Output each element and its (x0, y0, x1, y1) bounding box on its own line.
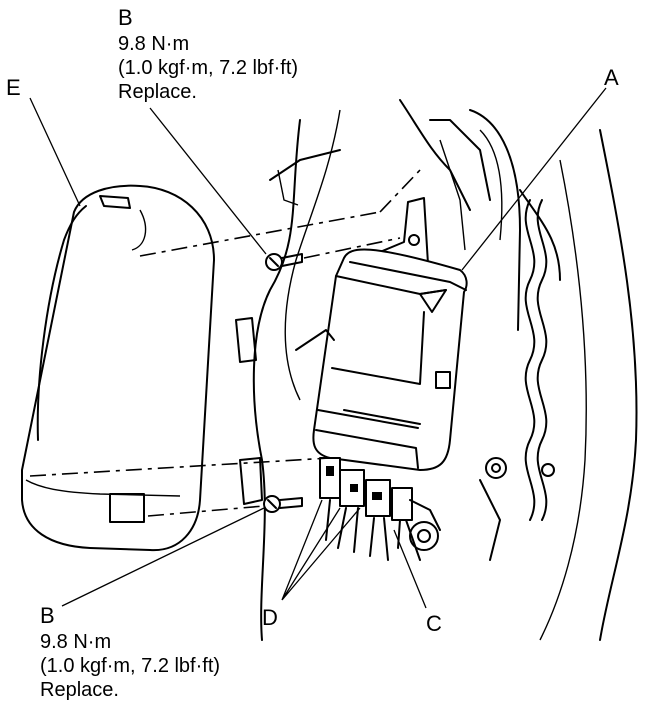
cover-e (21, 184, 215, 552)
control-unit-a (295, 197, 468, 471)
callout-b-top: B (118, 5, 133, 30)
alignment-lines (29, 169, 421, 517)
callout-c: C (426, 611, 442, 636)
torque-top-imperial: (1.0 kgf·m, 7.2 lbf·ft) (118, 57, 299, 79)
torque-bottom-note: Replace. (40, 679, 119, 701)
callout-e: E (6, 75, 21, 100)
body-panel (235, 99, 638, 641)
torque-bottom-imperial: (1.0 kgf·m, 7.2 lbf·ft) (40, 655, 221, 677)
bolt-b-top (265, 253, 303, 271)
torque-top-nm: 9.8 N·m (118, 33, 190, 55)
callout-d: D (262, 605, 278, 630)
callout-b-bottom: B (40, 603, 55, 628)
bolt-b-bottom (263, 495, 303, 513)
callout-a: A (604, 65, 619, 90)
leader-lines (29, 87, 607, 609)
torque-bottom-nm: 9.8 N·m (40, 631, 112, 653)
connectors-d (319, 457, 441, 561)
torque-top-note: Replace. (118, 81, 197, 103)
